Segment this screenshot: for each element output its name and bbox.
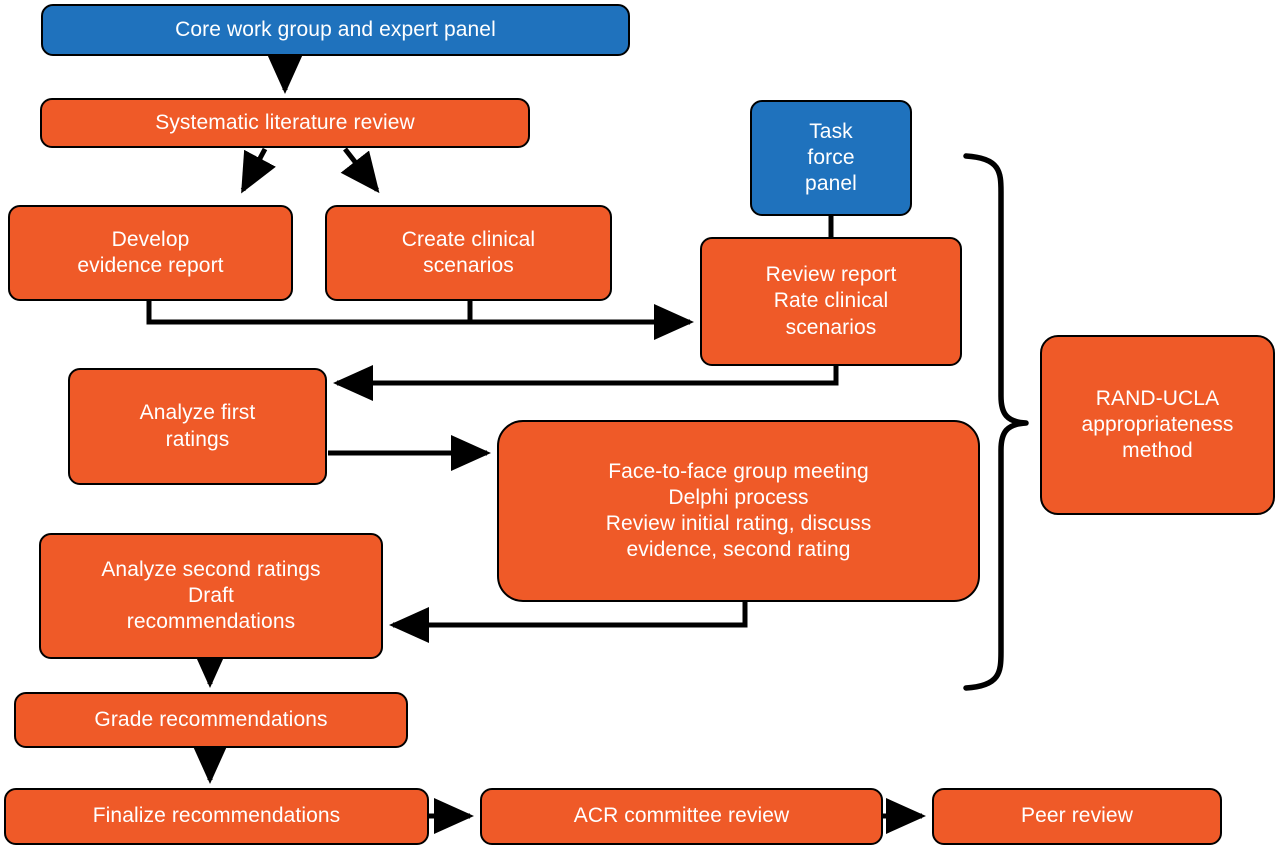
node-label: Finalize recommendations: [92, 804, 341, 828]
node-label: Systematic literature review: [155, 110, 415, 134]
node-label: Task force panel: [805, 119, 857, 196]
node-systematic-literature-review[interactable]: Systematic literature review: [40, 98, 530, 148]
node-grade-recommendations[interactable]: Grade recommendations: [14, 692, 408, 748]
node-finalize-recommendations[interactable]: Finalize recommendations: [4, 788, 429, 845]
node-face-to-face-group-meeting[interactable]: Face-to-face group meeting Delphi proces…: [497, 420, 980, 602]
node-label: RAND-UCLA appropriateness method: [1081, 386, 1234, 463]
node-label: Peer review: [1021, 804, 1133, 828]
node-core-work-group[interactable]: Core work group and expert panel: [41, 4, 630, 56]
edge-develop-create-to-review: [146, 301, 695, 341]
node-rand-ucla-appropriateness-method[interactable]: RAND-UCLA appropriateness method: [1040, 335, 1275, 515]
edge-systematic-to-create: [340, 147, 380, 194]
node-label: Face-to-face group meeting Delphi proces…: [605, 459, 872, 562]
edge-review-to-analyze-first: [332, 364, 839, 401]
node-label: ACR committee review: [573, 804, 790, 828]
edge-facetoface-to-analyze-second: [388, 602, 748, 643]
node-acr-committee-review[interactable]: ACR committee review: [480, 788, 883, 845]
node-review-report-rate-scenarios[interactable]: Review report Rate clinical scenarios: [700, 237, 962, 366]
node-label: Core work group and expert panel: [175, 17, 496, 41]
node-create-clinical-scenarios[interactable]: Create clinical scenarios: [325, 205, 612, 301]
node-label: Grade recommendations: [94, 707, 328, 731]
edge-systematic-to-develop: [240, 147, 276, 194]
node-label: Review report Rate clinical scenarios: [765, 263, 897, 339]
node-peer-review[interactable]: Peer review: [932, 788, 1222, 845]
node-analyze-second-ratings[interactable]: Analyze second ratings Draft recommendat…: [39, 533, 383, 659]
node-label: Analyze second ratings Draft recommendat…: [101, 557, 321, 634]
node-task-force-panel[interactable]: Task force panel: [750, 100, 912, 216]
node-label: Analyze first ratings: [139, 401, 256, 451]
node-label: Develop evidence report: [77, 227, 224, 277]
node-develop-evidence-report[interactable]: Develop evidence report: [8, 205, 293, 301]
node-analyze-first-ratings[interactable]: Analyze first ratings: [68, 368, 327, 485]
node-label: Create clinical scenarios: [401, 227, 536, 277]
